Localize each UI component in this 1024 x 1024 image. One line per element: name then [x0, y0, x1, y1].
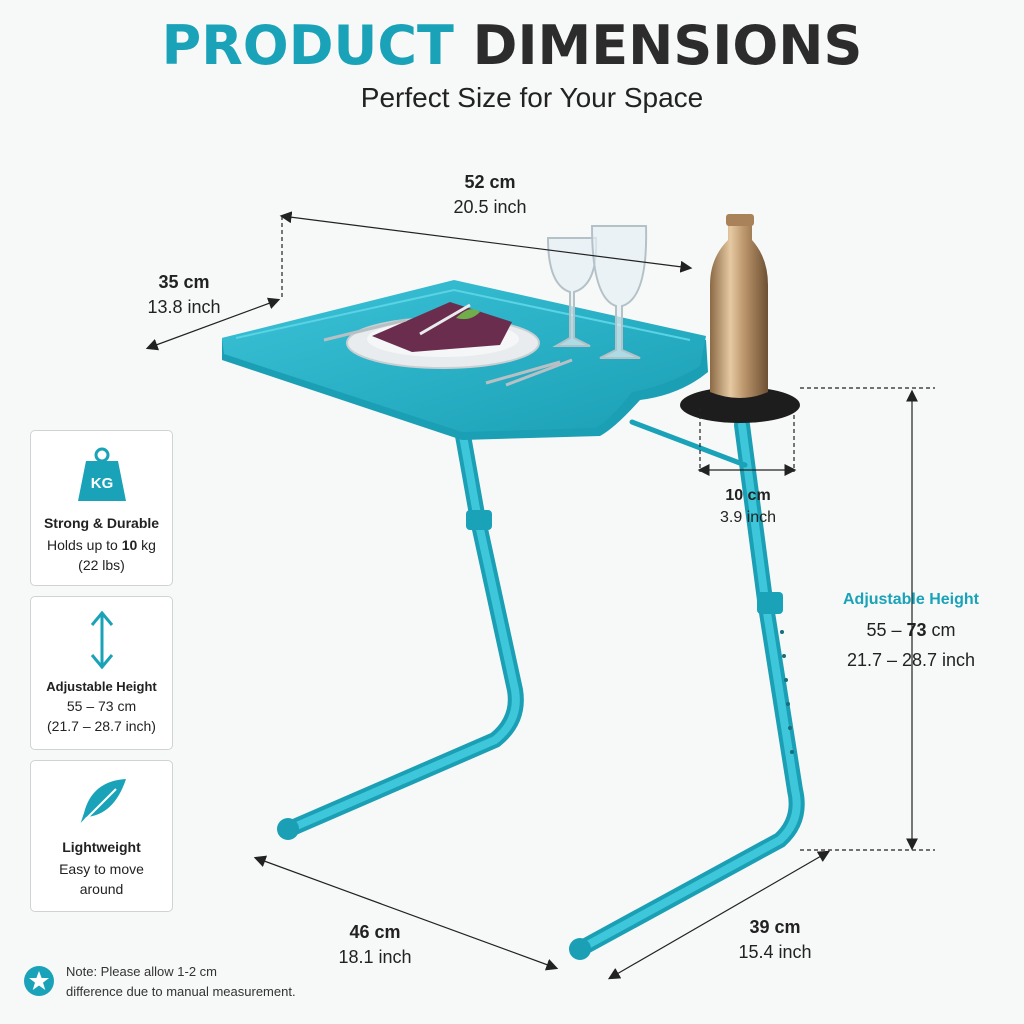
base-width-label: 46 cm 18.1 inch — [338, 922, 412, 967]
feature-card-adjustable: Adjustable Height 55 – 73 cm (21.7 – 28.… — [30, 596, 173, 750]
feature-card-lightweight: Lightweight Easy to move around — [30, 760, 173, 912]
cup-holder — [680, 387, 800, 423]
dimension-lines — [145, 211, 935, 980]
bottle — [710, 214, 768, 398]
page-title: PRODUCT DIMENSIONS — [0, 14, 1024, 77]
title-main: DIMENSIONS — [472, 14, 863, 77]
feather-icon — [78, 779, 126, 826]
plate — [323, 302, 573, 387]
svg-text:KG: KG — [90, 475, 113, 492]
measurement-note: Note: Please allow 1-2 cm difference due… — [66, 964, 296, 999]
base-depth-label: 39 cm 15.4 inch — [738, 917, 812, 962]
width-label: 52 cm 20.5 inch — [453, 172, 527, 217]
table-legs — [277, 417, 805, 960]
height-label: Adjustable Height 55 – 73 cm 21.7 – 28.7… — [826, 585, 996, 675]
feature-card-strong: KG Strong & Durable Holds up to 10 kg (2… — [30, 430, 173, 586]
kg-weight-icon: KG — [77, 447, 126, 501]
up-down-arrow-icon — [90, 610, 113, 670]
height-cm: 55 – 73 cm — [866, 620, 956, 640]
title-accent: PRODUCT — [161, 14, 454, 77]
depth-label: 35 cm 13.8 inch — [147, 272, 221, 317]
page-subtitle: Perfect Size for Your Space — [360, 82, 704, 113]
star-icon — [24, 966, 54, 996]
cup-holder-label: 10 cm 3.9 inch — [719, 487, 777, 526]
